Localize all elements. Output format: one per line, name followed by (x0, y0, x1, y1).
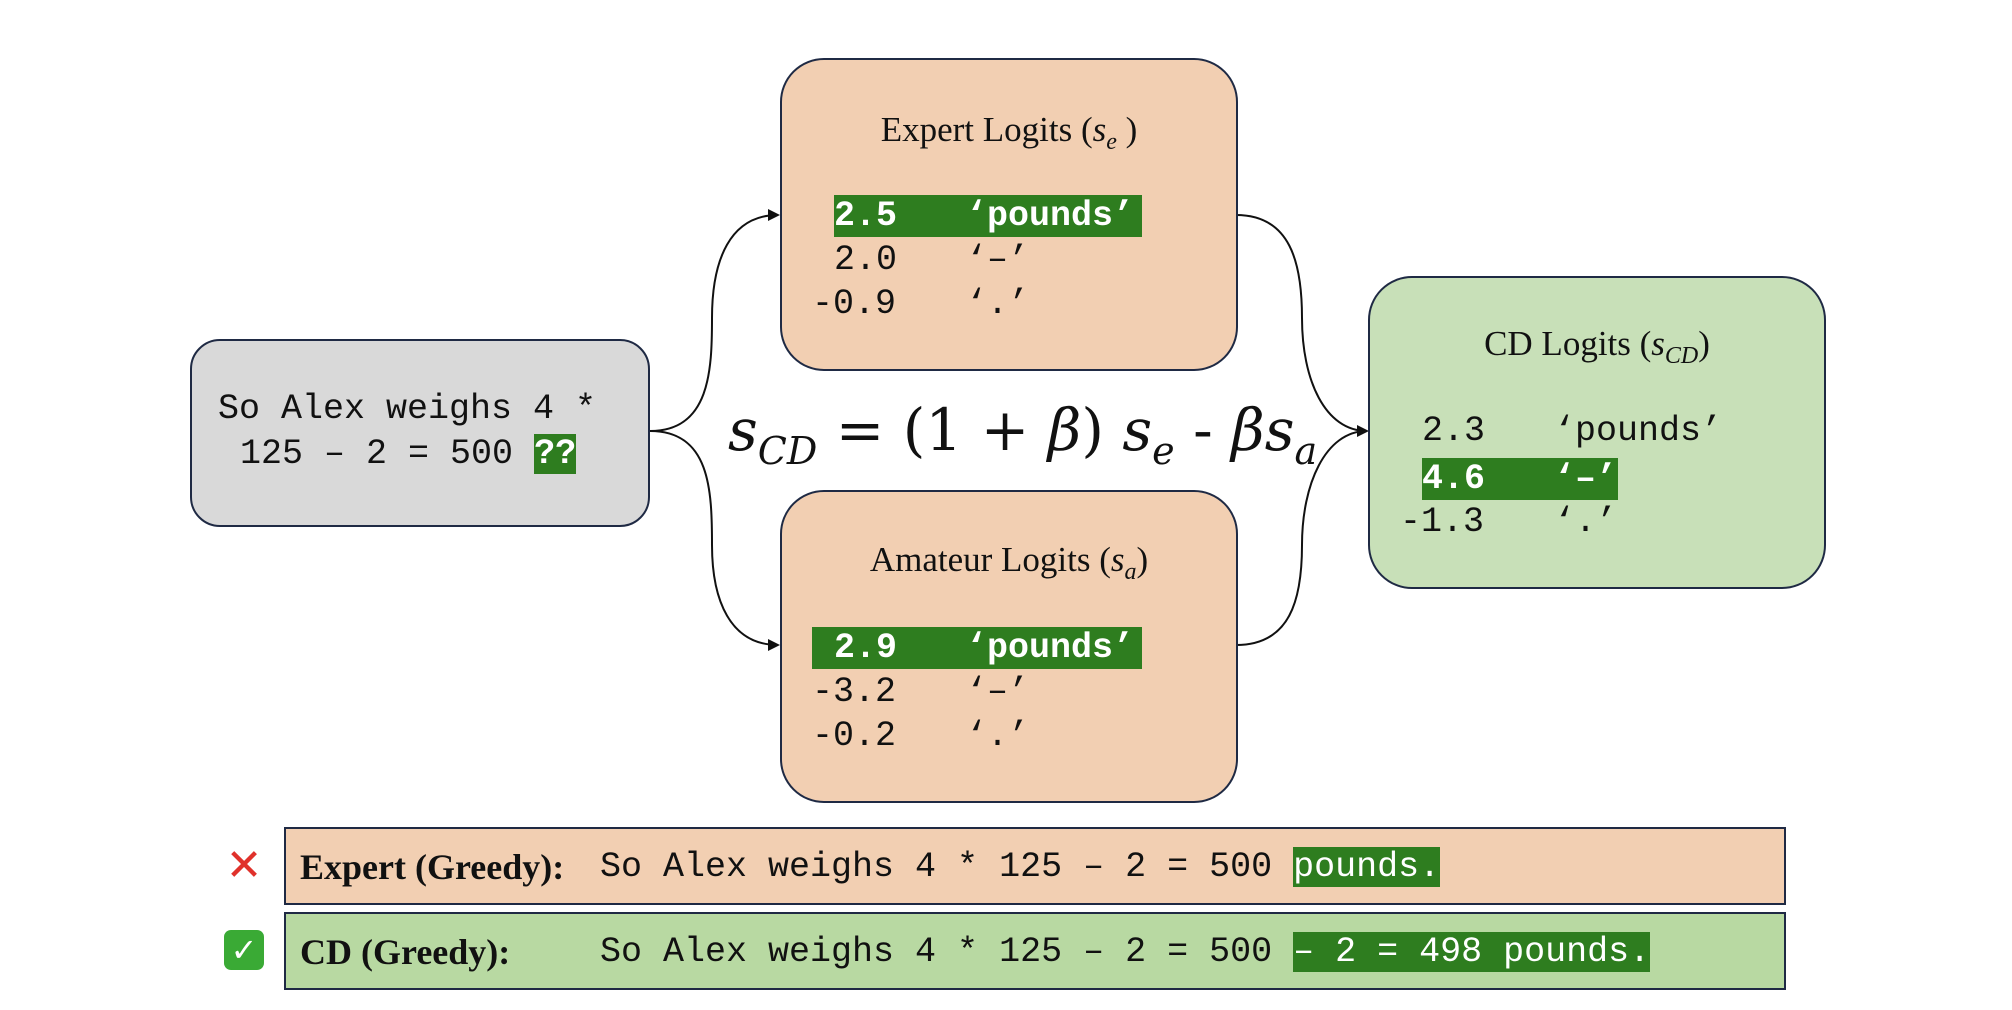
expert-title-text: Expert Logits ( (880, 110, 1093, 149)
cross-icon: ✕ (225, 840, 263, 891)
formula-beta: β (1047, 396, 1082, 464)
cd-symbol-sub: CD (1664, 343, 1699, 369)
amateur-title-close: ) (1136, 540, 1149, 579)
amateur-title-text: Amateur Logits ( (869, 540, 1111, 579)
expert-title-close: ) (1116, 110, 1138, 149)
input-line-2: 125 – 2 = 500 ?? (240, 434, 577, 474)
amateur-symbol: s (1110, 540, 1125, 579)
arrow-expert-to-cd (1235, 214, 1369, 437)
cd-logits-box: CD Logits (sCD) 2.3 ‘pounds’ 4.6 ‘–’ -1.3 ‘… (1368, 276, 1826, 589)
formula-sa-sub: a (1294, 429, 1318, 473)
amateur-token-1: ‘pounds’ (966, 628, 1135, 668)
formula-eq: = (1 + (817, 396, 1048, 464)
expert-score-1: 2.5 (834, 196, 898, 236)
expert-greedy-label: Expert (Greedy): (300, 847, 565, 887)
cd-token-2: ‘–’ (1554, 459, 1618, 499)
arrow-amateur-to-cd (1235, 430, 1368, 646)
cd-logit-row-2: 4.6 ‘–’ (1422, 458, 1618, 500)
expert-token-3: ‘.’ (966, 284, 1030, 324)
expert-score-3: -0.9 (812, 284, 897, 324)
contrastive-decoding-formula: sCD = (1 + β) se - βsa (728, 396, 1317, 473)
cd-greedy-output: So Alex weighs 4 * 125 – 2 = 500 – 2 = 4… (600, 932, 1651, 972)
expert-logits-title: Expert Logits (se ) (782, 110, 1236, 156)
cd-logits-title: CD Logits (sCD) (1370, 324, 1824, 370)
formula-beta-2: β (1231, 396, 1265, 464)
formula-lhs-sub: CD (757, 429, 818, 473)
cd-greedy-text: So Alex weighs 4 * 125 – 2 = 500 (600, 932, 1294, 972)
expert-symbol: s (1092, 110, 1107, 149)
expert-greedy-highlight: pounds. (1293, 847, 1441, 887)
arrow-input-to-amateur (649, 430, 780, 651)
check-icon: ✓ (224, 930, 264, 970)
input-line-1: So Alex weighs 4 * (218, 389, 597, 429)
cd-score-1: 2.3 (1422, 411, 1486, 451)
arrow-input-to-expert (649, 209, 780, 432)
amateur-score-2: -3.2 (812, 672, 897, 712)
formula-se: s (1122, 396, 1153, 464)
expert-token-1: ‘pounds’ (966, 196, 1135, 236)
input-prompt-box: So Alex weighs 4 * 125 – 2 = 500 ?? (190, 339, 650, 527)
formula-paren-close: ) (1081, 396, 1123, 464)
amateur-logit-row-1: 2.9 ‘pounds’ (812, 627, 1142, 669)
expert-logit-row-1: 2.5 ‘pounds’ (834, 195, 1142, 237)
cd-greedy-label: CD (Greedy): (300, 932, 511, 972)
expert-symbol-sub: e (1106, 129, 1117, 155)
formula-minus: - (1174, 396, 1232, 464)
amateur-token-3: ‘.’ (966, 716, 1030, 756)
cd-greedy-highlight: – 2 = 498 pounds. (1293, 932, 1651, 972)
expert-greedy-output: So Alex weighs 4 * 125 – 2 = 500 pounds. (600, 847, 1441, 887)
expert-score-2: 2.0 (834, 240, 898, 280)
cd-title-text: CD Logits ( (1484, 324, 1652, 363)
expert-greedy-result (284, 827, 1786, 905)
formula-lhs: s (728, 396, 758, 464)
amateur-token-2: ‘–’ (966, 672, 1030, 712)
cd-symbol: s (1651, 324, 1665, 363)
cd-token-1: ‘pounds’ (1554, 411, 1723, 451)
amateur-symbol-sub: a (1124, 559, 1137, 585)
amateur-logits-box: Amateur Logits (sa) 2.9‘pounds’ -3.2‘–’ … (780, 490, 1238, 803)
cd-token-3: ‘.’ (1554, 502, 1618, 542)
masked-token: ?? (534, 434, 577, 474)
amateur-score-1: 2.9 (834, 628, 898, 668)
cd-title-close: ) (1698, 324, 1710, 363)
formula-sa: s (1264, 396, 1295, 464)
input-line-2-text: 125 – 2 = 500 (240, 434, 535, 474)
formula-se-sub: e (1152, 429, 1175, 473)
expert-token-2: ‘–’ (966, 240, 1030, 280)
expert-greedy-text: So Alex weighs 4 * 125 – 2 = 500 (600, 847, 1294, 887)
expert-logits-box: Expert Logits (se ) 2.5 ‘pounds’ 2.0 ‘–’ -… (780, 58, 1238, 371)
cd-score-3: -1.3 (1400, 502, 1485, 542)
amateur-logits-title: Amateur Logits (sa) (782, 540, 1236, 586)
amateur-score-3: -0.2 (812, 716, 897, 756)
cd-score-2: 4.6 (1422, 459, 1486, 499)
